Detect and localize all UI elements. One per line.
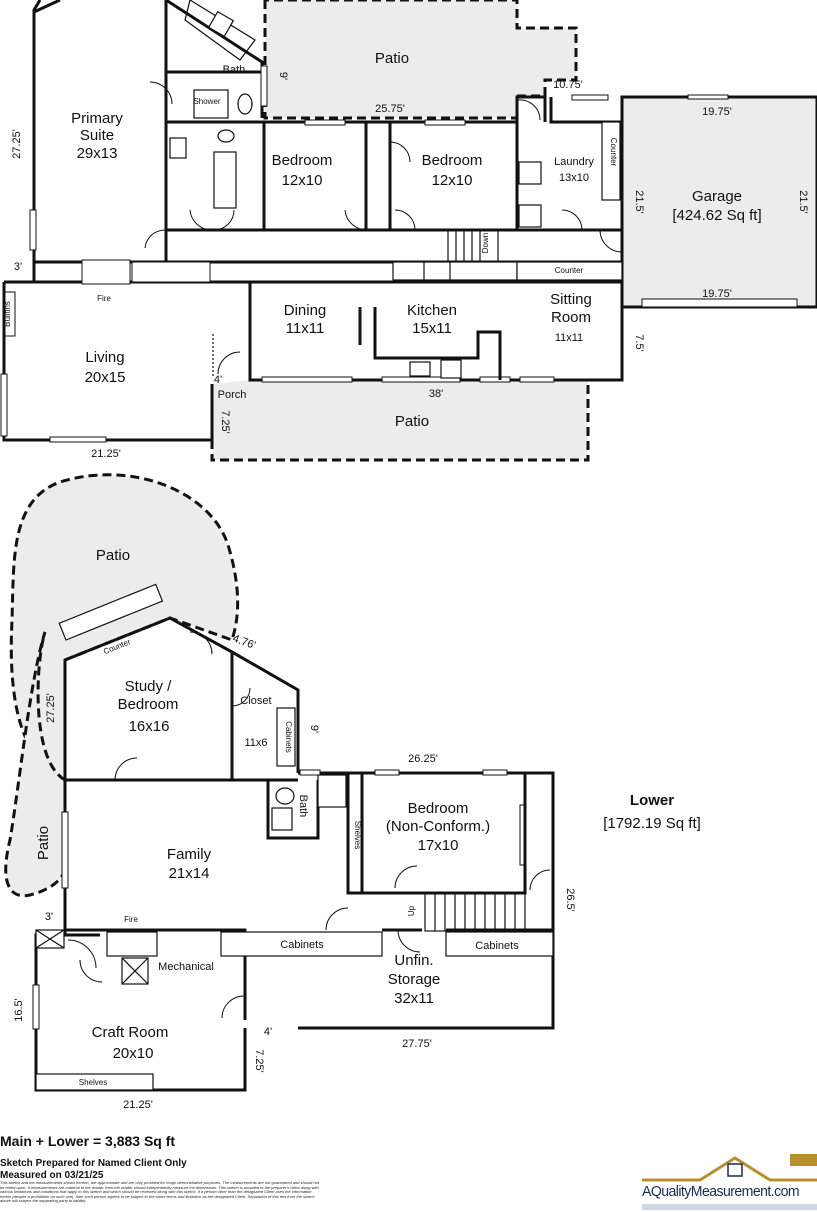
dim-patio-top-right: 10.75' <box>553 79 583 91</box>
dim-patio-bottom-top: 38' <box>429 388 443 400</box>
garage-shape <box>620 95 817 309</box>
dim-primary-suite-side: 27.25' <box>11 129 23 159</box>
bedroom-1-label: Bedroom <box>272 152 333 169</box>
dining-label: Dining <box>284 302 327 319</box>
dim-garage-bottom: 19.75' <box>702 288 732 300</box>
primary-suite-size: 29x13 <box>77 145 118 162</box>
lower-floor-labels: Lower [1792.19 Sq ft] Patio Patio Study … <box>13 547 701 1111</box>
laundry-counter-label: Counter <box>609 138 618 167</box>
company-logo <box>642 1154 817 1210</box>
cabinets-left-label: Cabinets <box>280 939 324 951</box>
main-floor <box>0 0 817 462</box>
kitchen-size: 15x11 <box>412 320 452 337</box>
laundry-label: Laundry <box>554 156 594 168</box>
living-label: Living <box>85 349 124 366</box>
study-label-2: Bedroom <box>118 696 179 713</box>
kitchen-label: Kitchen <box>407 302 457 319</box>
study-label: Study / <box>125 678 173 695</box>
family-label: Family <box>167 846 212 863</box>
garage-label: Garage <box>692 188 742 205</box>
patio-bottom-label: Patio <box>395 413 429 430</box>
stairs-up-label: Up <box>407 905 416 916</box>
dim-patio-top-width: 25.75' <box>375 103 405 115</box>
sitting-room-label: Sitting <box>550 291 592 308</box>
porch-label: Porch <box>218 389 247 401</box>
lower-bath-label: Bath <box>297 795 309 818</box>
sitting-room-size: 11x11 <box>555 332 583 344</box>
shelves-side-label: Shelves <box>353 821 362 849</box>
lower-floor <box>4 473 555 1092</box>
dim-craft-bottom: 21.25' <box>123 1099 153 1111</box>
dim-patio-top-side: 9' <box>277 72 289 80</box>
garage-area: [424.62 Sq ft] <box>672 207 761 224</box>
closet-label: Closet <box>240 695 271 707</box>
disclaimer-text: This sketch and the measurements shown h… <box>0 1180 320 1204</box>
main-floor-labels: Primary Suite 29x13 Bath Shower Bedroom … <box>3 50 809 460</box>
shower-label: Shower <box>193 97 220 106</box>
lower-bedroom-label: Bedroom <box>408 800 469 817</box>
lower-area: [1792.19 Sq ft] <box>603 815 701 832</box>
bedroom-2-label: Bedroom <box>422 152 483 169</box>
bedroom-2-size: 12x10 <box>432 172 473 189</box>
logo-text: AQualityMeasurement.com <box>642 1183 800 1200</box>
dim-craft-notch-side: 7.25' <box>253 1049 265 1073</box>
dim-porch-top: 4' <box>214 374 222 386</box>
laundry-size: 13x10 <box>559 172 589 184</box>
mechanical-label: Mechanical <box>158 961 214 973</box>
dim-garage-top: 19.75' <box>702 106 732 118</box>
patio-curve-label: Patio <box>96 547 130 564</box>
total-area: Main + Lower = 3,883 Sq ft <box>0 1133 176 1149</box>
dim-garage-right: 21.5' <box>797 190 809 214</box>
dim-bedroom-top: 26.25' <box>408 753 438 765</box>
primary-suite-label-2: Suite <box>80 127 114 144</box>
measured-date: Measured on 03/21/25 <box>0 1170 104 1181</box>
dim-closet-side: 9' <box>308 725 320 733</box>
storage-size: 32x11 <box>394 990 434 1007</box>
craft-room-label: Craft Room <box>92 1024 169 1041</box>
lower-bedroom-size: 17x10 <box>418 837 459 854</box>
fire-label: Fire <box>97 294 111 303</box>
dim-study-angle: 4.76' <box>231 633 257 652</box>
dim-storage-bottom: 27.75' <box>402 1038 432 1050</box>
storage-label-2: Storage <box>388 971 441 988</box>
dim-craft-notch-top: 4' <box>264 1026 272 1038</box>
craft-room-size: 20x10 <box>113 1045 154 1062</box>
patio-curve-shape <box>9 473 240 783</box>
living-size: 20x15 <box>85 369 126 386</box>
cabinets-right-label: Cabinets <box>475 940 519 952</box>
stairs-down-label: Down <box>481 233 490 253</box>
bedroom-1-size: 12x10 <box>282 172 323 189</box>
patio-top-label: Patio <box>375 50 409 67</box>
bath-label: Bath <box>223 64 246 76</box>
patio-side-label: Patio <box>35 826 52 860</box>
lower-title: Lower <box>630 792 674 809</box>
primary-suite-walls <box>32 0 622 264</box>
study-size: 16x16 <box>129 718 170 735</box>
closet-cabinets-label: Cabinets <box>284 721 293 753</box>
closet-size: 11x6 <box>244 737 267 749</box>
dim-sitting-side: 7.5' <box>633 334 645 351</box>
dim-hall-left: 3' <box>14 261 22 273</box>
lower-fire-label: Fire <box>124 915 138 924</box>
dim-right-side: 26.5' <box>564 888 576 912</box>
sitting-room-label-2: Room <box>551 309 591 326</box>
dim-living-bottom: 21.25' <box>91 448 121 460</box>
family-size: 21x14 <box>169 865 210 882</box>
kitchen-counter-label: Counter <box>555 266 584 275</box>
dim-garage-left: 21.5' <box>633 190 645 214</box>
lower-bedroom-label-2: (Non-Conform.) <box>386 818 490 835</box>
dim-study-side: 27.25' <box>45 693 57 723</box>
patio-top-shape <box>263 0 578 120</box>
prepared-for: Sketch Prepared for Named Client Only <box>0 1158 187 1169</box>
storage-label: Unfin. <box>394 952 433 969</box>
dim-porch-side: 7.25' <box>219 410 231 434</box>
dim-family-left: 3' <box>45 911 53 923</box>
shelves-bottom-label: Shelves <box>79 1078 107 1087</box>
primary-suite-label: Primary <box>71 110 123 127</box>
dining-size: 11x11 <box>286 320 325 337</box>
dim-craft-left: 16.5' <box>13 998 25 1022</box>
builtins-label: Builtins <box>3 301 12 327</box>
patio-side-shape <box>4 631 67 898</box>
